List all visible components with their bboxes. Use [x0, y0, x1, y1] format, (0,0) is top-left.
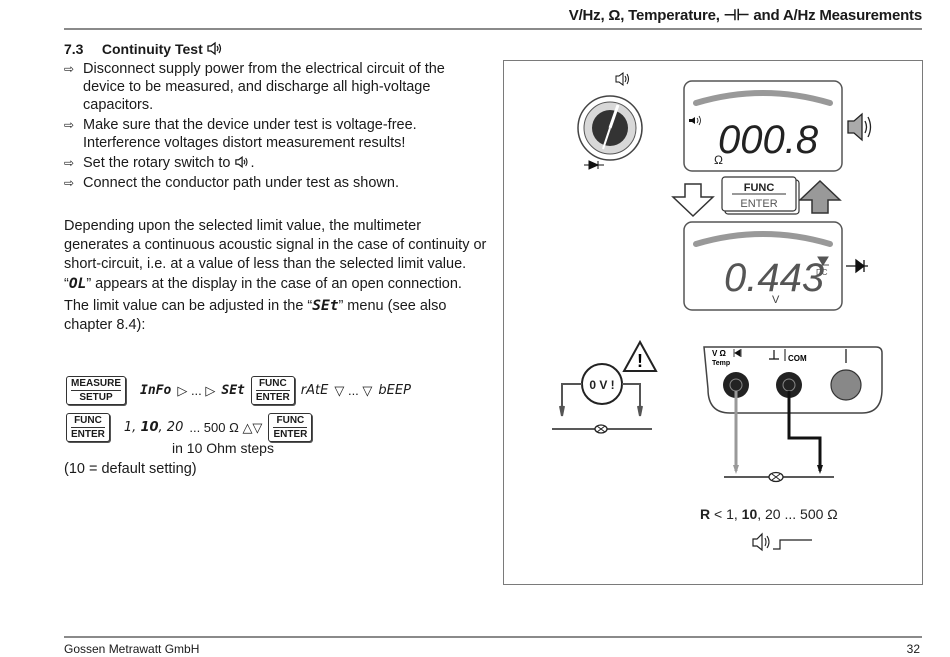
display-unit: Ω — [714, 153, 723, 167]
list-item: ⇨Disconnect supply power from the electr… — [64, 61, 445, 113]
figure-frame: 000.8 Ω FUNC ENTER 0.443 V DC — [503, 60, 923, 585]
section-heading: 7.3 Continuity Test — [64, 41, 225, 57]
test-lead-black — [787, 391, 822, 471]
lcd-text: InFo — [140, 383, 172, 398]
default-note: (10 = default setting) — [64, 461, 197, 477]
display-unit: V — [772, 294, 780, 306]
arrow-icon: ⇨ — [64, 156, 75, 170]
svg-text:DC: DC — [816, 268, 828, 277]
list-item: ⇨Make sure that the device under test is… — [64, 117, 417, 151]
header-rule — [64, 28, 922, 30]
display-value: 000.8 — [718, 118, 819, 162]
zero-volt-meter: 0 V ! — [552, 363, 652, 434]
speaker-icon — [234, 155, 248, 169]
list-item: ⇨Set the rotary switch to . — [64, 155, 255, 171]
warning-icon: ! — [622, 339, 658, 372]
svg-text:!: ! — [637, 351, 643, 371]
speaker-signal-icon — [752, 532, 812, 552]
svg-text:Temp: Temp — [712, 360, 730, 367]
arrow-icon: ⇨ — [64, 62, 75, 76]
page-number: 32 — [906, 642, 920, 656]
rotary-switch — [577, 72, 643, 170]
func-enter-key: FUNC ENTER — [721, 176, 800, 215]
section-number: 7.3 — [64, 41, 84, 57]
diode-icon — [846, 258, 868, 274]
lcd-text: bEEP — [378, 383, 411, 398]
section-title: Continuity Test — [101, 41, 203, 57]
paragraph: Depending upon the selected limit value,… — [64, 218, 487, 272]
speaker-icon — [206, 41, 221, 56]
footer-rule — [64, 636, 922, 638]
speaker-icon — [847, 112, 872, 142]
lcd-display-bottom: 0.443 V DC — [683, 221, 843, 311]
instruction-list: ⇨Disconnect supply power from the electr… — [64, 60, 484, 194]
list-item: ⇨Connect the conductor path under test a… — [64, 175, 399, 191]
arrow-icon: ⇨ — [64, 118, 75, 132]
steps-note: in 10 Ohm steps — [172, 440, 274, 456]
lcd-text: rAtE — [300, 383, 329, 398]
footer-company: Gossen Metrawatt GmbH — [64, 642, 200, 656]
arrow-up-icon — [798, 179, 842, 214]
limit-text: R < 1, 10, 20 ... 500 Ω — [700, 506, 838, 522]
arrow-icon: ⇨ — [64, 176, 75, 190]
paragraph: The limit value can be adjusted in the “… — [64, 298, 447, 333]
lcd-text: SEt — [312, 298, 339, 314]
paragraph: “OL” appears at the display in the case … — [64, 276, 462, 292]
svg-text:FUNC: FUNC — [744, 182, 775, 194]
meter-sockets: V Ω Temp COM — [703, 346, 883, 414]
lcd-text: 1, 10, 20 — [123, 420, 184, 435]
display-value: 0.443 — [724, 256, 824, 300]
chapter-title: V/Hz, Ω, Temperature, ⊣⊢ and A/Hz Measur… — [568, 7, 922, 24]
lcd-display-top: 000.8 Ω — [683, 80, 843, 172]
continuity-figure: 000.8 Ω FUNC ENTER 0.443 V DC — [552, 72, 883, 552]
svg-text:V Ω: V Ω — [712, 349, 727, 358]
svg-text:COM: COM — [788, 354, 807, 363]
svg-text:ENTER: ENTER — [740, 198, 777, 210]
lcd-text: SEt — [221, 383, 245, 398]
lcd-text: OL — [68, 276, 87, 292]
arrow-down-icon — [671, 183, 715, 218]
svg-text:0 V !: 0 V ! — [589, 378, 614, 392]
